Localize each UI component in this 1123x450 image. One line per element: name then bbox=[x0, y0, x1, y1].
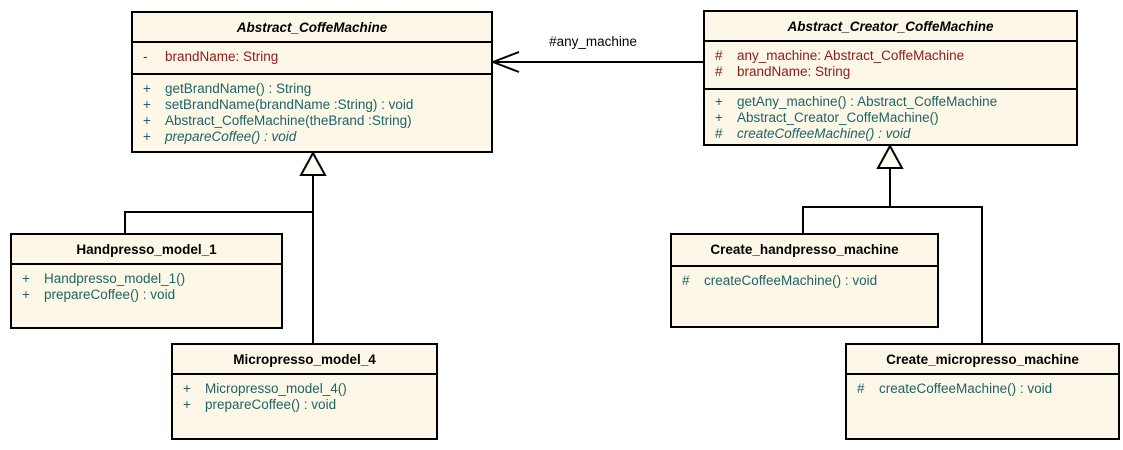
method-row: + Handpresso_model_1() bbox=[18, 271, 275, 287]
method-text: getBrandName() : String bbox=[165, 81, 312, 96]
visibility-symbol: + bbox=[183, 381, 191, 396]
class-title: Abstract_Creator_CoffeMachine bbox=[705, 12, 1076, 42]
attribute-text: brandName: String bbox=[737, 64, 851, 79]
methods-compartment: + getAny_machine() : Abstract_CoffeMachi… bbox=[705, 90, 1076, 144]
method-text: prepareCoffee() : void bbox=[165, 129, 297, 144]
method-text: Handpresso_model_1() bbox=[44, 271, 186, 286]
visibility-symbol: - bbox=[143, 49, 148, 64]
visibility-symbol: + bbox=[143, 97, 151, 112]
method-row: + prepareCoffee() : void bbox=[179, 397, 430, 413]
attribute-row: - brandName: String bbox=[139, 49, 485, 65]
class-title: Abstract_CoffeMachine bbox=[133, 13, 491, 43]
visibility-symbol: # bbox=[715, 48, 723, 63]
methods-compartment: + Handpresso_model_1() + prepareCoffee()… bbox=[12, 265, 281, 327]
methods-compartment: + getBrandName() : String + setBrandName… bbox=[133, 75, 491, 151]
method-row: + Micropresso_model_4() bbox=[179, 381, 430, 397]
visibility-symbol: # bbox=[857, 381, 865, 396]
visibility-symbol: + bbox=[22, 271, 30, 286]
method-text: Abstract_CoffeMachine(theBrand :String) bbox=[165, 113, 412, 128]
methods-compartment: # createCoffeeMachine() : void bbox=[847, 375, 1118, 438]
attributes-compartment: - brandName: String bbox=[133, 43, 491, 75]
method-text: createCoffeeMachine() : void bbox=[737, 126, 911, 141]
visibility-symbol: + bbox=[143, 113, 151, 128]
visibility-symbol: + bbox=[143, 81, 151, 96]
method-text: Abstract_Creator_CoffeMachine() bbox=[737, 110, 939, 125]
association-any-machine[interactable] bbox=[492, 51, 703, 73]
method-row: # createCoffeeMachine() : void bbox=[711, 126, 1070, 142]
method-row: + Abstract_Creator_CoffeMachine() bbox=[711, 110, 1070, 126]
method-row: + getBrandName() : String bbox=[139, 81, 485, 97]
attribute-row: # brandName: String bbox=[711, 64, 1070, 80]
method-row: + prepareCoffee() : void bbox=[18, 287, 275, 303]
visibility-symbol: # bbox=[682, 273, 690, 288]
attribute-row: # any_machine: Abstract_CoffeMachine bbox=[711, 48, 1070, 64]
class-title: Create_micropresso_machine bbox=[847, 345, 1118, 375]
class-title: Micropresso_model_4 bbox=[173, 345, 436, 375]
method-row: + Abstract_CoffeMachine(theBrand :String… bbox=[139, 113, 485, 129]
method-text: prepareCoffee() : void bbox=[44, 287, 176, 302]
method-row: + setBrandName(brandName :String) : void bbox=[139, 97, 485, 113]
method-text: createCoffeeMachine() : void bbox=[879, 381, 1053, 396]
attribute-text: brandName: String bbox=[165, 49, 279, 64]
class-box-micropresso-model-4[interactable]: Micropresso_model_4 + Micropresso_model_… bbox=[171, 343, 438, 440]
visibility-symbol: + bbox=[22, 287, 30, 302]
association-label: #any_machine bbox=[549, 34, 637, 49]
method-text: setBrandName(brandName :String) : void bbox=[165, 97, 414, 112]
method-text: getAny_machine() : Abstract_CoffeMachine bbox=[737, 94, 998, 109]
visibility-symbol: + bbox=[715, 94, 723, 109]
class-title: Create_handpresso_machine bbox=[672, 235, 937, 267]
visibility-symbol: # bbox=[715, 64, 723, 79]
method-text: prepareCoffee() : void bbox=[205, 397, 337, 412]
method-text: createCoffeeMachine() : void bbox=[704, 273, 878, 288]
attribute-text: any_machine: Abstract_CoffeMachine bbox=[737, 48, 965, 63]
method-row: # createCoffeeMachine() : void bbox=[678, 273, 931, 289]
method-row: # createCoffeeMachine() : void bbox=[853, 381, 1112, 397]
visibility-symbol: + bbox=[715, 110, 723, 125]
class-box-create-handpresso-machine[interactable]: Create_handpresso_machine # createCoffee… bbox=[670, 233, 939, 328]
visibility-symbol: + bbox=[183, 397, 191, 412]
methods-compartment: + Micropresso_model_4() + prepareCoffee(… bbox=[173, 375, 436, 438]
visibility-symbol: + bbox=[143, 129, 151, 144]
method-row: + getAny_machine() : Abstract_CoffeMachi… bbox=[711, 94, 1070, 110]
method-row: + prepareCoffee() : void bbox=[139, 129, 485, 145]
visibility-symbol: # bbox=[715, 126, 723, 141]
methods-compartment: # createCoffeeMachine() : void bbox=[672, 267, 937, 326]
class-box-abstract-creator-coffemachine[interactable]: Abstract_Creator_CoffeMachine # any_mach… bbox=[703, 10, 1078, 146]
generalization-triangle-icon bbox=[299, 150, 327, 176]
class-box-handpresso-model-1[interactable]: Handpresso_model_1 + Handpresso_model_1(… bbox=[10, 233, 283, 329]
class-box-create-micropresso-machine[interactable]: Create_micropresso_machine # createCoffe… bbox=[845, 343, 1120, 440]
method-text: Micropresso_model_4() bbox=[205, 381, 347, 396]
open-arrowhead-icon bbox=[492, 51, 520, 73]
generalization-triangle-icon bbox=[876, 143, 904, 169]
class-box-abstract-coffemachine[interactable]: Abstract_CoffeMachine - brandName: Strin… bbox=[131, 11, 493, 153]
generalization-left[interactable] bbox=[124, 150, 327, 343]
generalization-right[interactable] bbox=[802, 143, 983, 343]
attributes-compartment: # any_machine: Abstract_CoffeMachine # b… bbox=[705, 42, 1076, 90]
class-title: Handpresso_model_1 bbox=[12, 235, 281, 265]
